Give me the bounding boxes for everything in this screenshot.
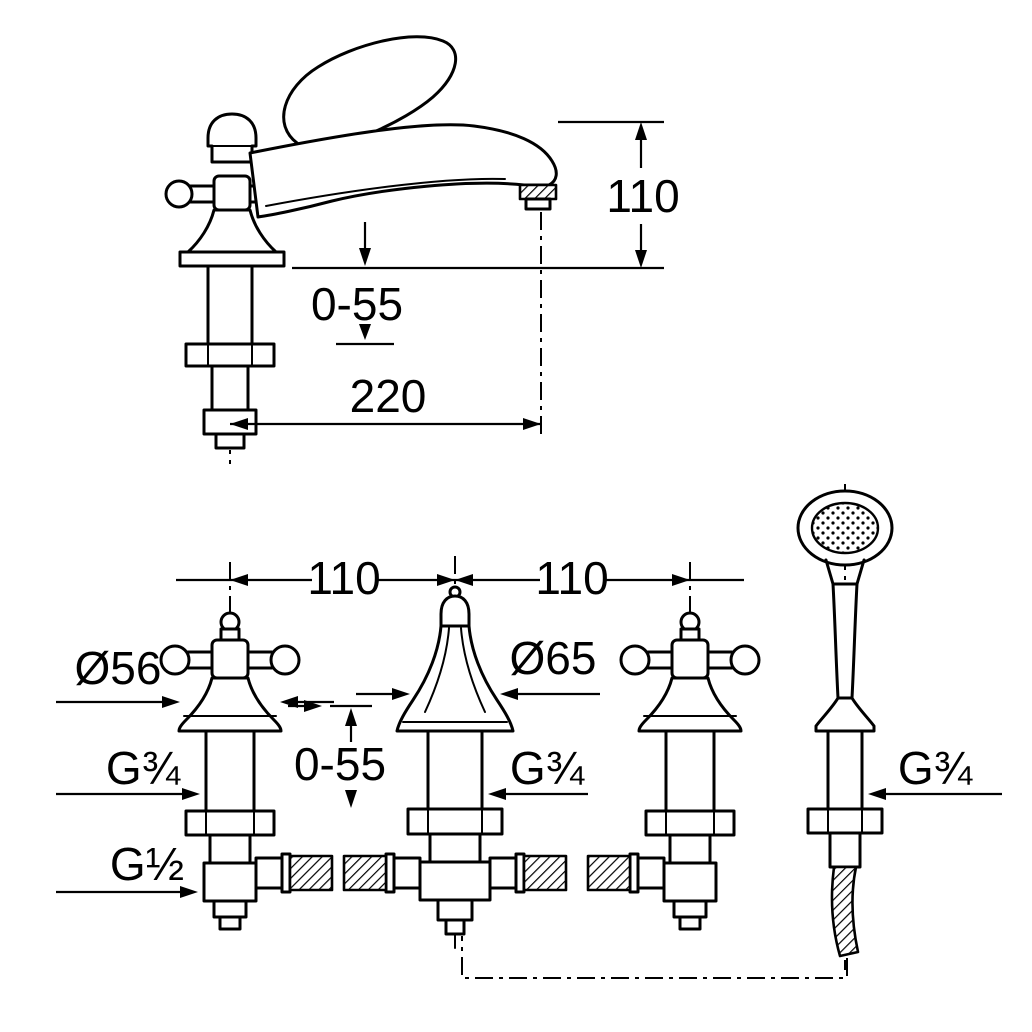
- spout-left-threaded-nipple: [342, 854, 388, 892]
- left-cross-ball-right: [269, 644, 301, 676]
- faucet-body-base: [178, 208, 286, 268]
- dim-spacing-right-label: 110: [535, 552, 608, 604]
- arrowhead-left: [230, 418, 248, 430]
- dimension-spacing: 110 110: [176, 552, 744, 604]
- shower-shank: [826, 729, 864, 811]
- spout-right-threaded-nipple: [522, 854, 568, 892]
- arrowhead-right: [162, 696, 180, 708]
- mounting-shank: [184, 264, 276, 450]
- arrowhead-right: [180, 886, 198, 898]
- right-cross-hub: [670, 638, 710, 680]
- shower-nut: [806, 807, 884, 835]
- right-valve: [586, 611, 761, 931]
- cross-handle-ball-left: [164, 179, 194, 209]
- arrowhead-right: [304, 700, 322, 712]
- dim-spout-diameter-label: Ø65: [510, 632, 597, 684]
- arrowhead-right: [392, 688, 410, 700]
- arrowhead-up: [345, 708, 357, 726]
- arrowhead-down: [359, 324, 371, 340]
- left-valve-skirt: [177, 676, 283, 733]
- left-valve-shank: [204, 729, 256, 813]
- shower-spray-face: [810, 501, 880, 555]
- right-cross-ball-left: [619, 644, 651, 676]
- spout-cap: [439, 594, 471, 628]
- arrowhead-right: [182, 788, 200, 800]
- right-valve-shank: [664, 729, 716, 813]
- center-spout-column: [342, 585, 568, 949]
- right-valve-tee: [662, 861, 718, 903]
- spout-tee: [418, 860, 492, 902]
- left-cross-ball-left: [159, 644, 191, 676]
- spout: [248, 123, 558, 219]
- shower-cone: [814, 696, 876, 733]
- left-cross-hub: [210, 638, 250, 680]
- arrowhead-right: [437, 574, 455, 586]
- mounting-nut: [184, 342, 276, 368]
- cross-handle-hub: [212, 174, 252, 212]
- arrowhead-left: [868, 788, 886, 800]
- thread-shower-label: G¾: [898, 742, 973, 794]
- thread-left-label: G¾: [106, 742, 181, 794]
- supply-nut: [202, 408, 258, 436]
- dimension-clamp-0-55-top: 0-55: [311, 222, 403, 346]
- dim-height-label: 110: [606, 170, 679, 222]
- hand-shower: [461, 489, 894, 979]
- right-valve-skirt: [637, 676, 743, 733]
- left-valve-threaded-nipple: [288, 854, 334, 892]
- thread-label-bottom: G½: [56, 838, 198, 898]
- dim-handle-diameter-label: Ø56: [75, 642, 162, 694]
- dimension-height-110: 110: [558, 120, 680, 268]
- arrowhead-left: [455, 574, 473, 586]
- arrowhead-right: [523, 418, 541, 430]
- arrowhead-right: [672, 574, 690, 586]
- left-valve: [159, 611, 334, 931]
- dim-clamp-label-top: 0-55: [311, 278, 403, 330]
- arrowhead-down: [345, 790, 357, 808]
- arrowhead-down: [359, 248, 371, 266]
- right-valve-nut: [644, 809, 736, 837]
- spout-aerator: [518, 183, 558, 201]
- arrowhead-down: [635, 250, 647, 268]
- thread-center-label: G¾: [510, 742, 585, 794]
- left-valve-nut: [184, 809, 276, 837]
- dimension-spout-diameter: Ø65: [356, 632, 600, 700]
- thread-bottom-label: G½: [110, 838, 184, 890]
- right-valve-threaded-nipple: [586, 854, 632, 892]
- dim-reach-label: 220: [350, 370, 427, 422]
- dimension-reach-220: 220: [230, 370, 541, 430]
- arrowhead-left: [488, 788, 506, 800]
- dim-clamp-label-bottom: 0-55: [294, 738, 386, 790]
- dimension-clamp-0-55-bottom: 0-55: [288, 700, 386, 808]
- hose-routing-line: [461, 936, 848, 979]
- left-valve-tee: [202, 861, 258, 903]
- thread-label-shower: G¾: [868, 742, 1002, 800]
- right-cross-ball-right: [729, 644, 761, 676]
- shower-handle: [831, 582, 859, 700]
- dim-spacing-left-label: 110: [307, 552, 380, 604]
- arrowhead-left: [230, 574, 248, 586]
- arrowhead-up: [635, 122, 647, 140]
- spout-shank: [426, 729, 484, 811]
- arrowhead-left: [500, 688, 518, 700]
- spout-nut: [406, 807, 504, 836]
- thread-label-center: G¾: [488, 742, 588, 800]
- top-knob: [206, 112, 258, 164]
- bottom-view-rim-mixer: 110 110 Ø56 Ø65 0-55: [56, 484, 1002, 979]
- top-view-faucet: 110 0-55 220: [164, 35, 680, 464]
- spout-body: [395, 624, 515, 733]
- dimension-handle-diameter: Ø56: [56, 642, 334, 708]
- shower-hose: [830, 865, 860, 958]
- thread-label-left: G¾: [56, 742, 200, 800]
